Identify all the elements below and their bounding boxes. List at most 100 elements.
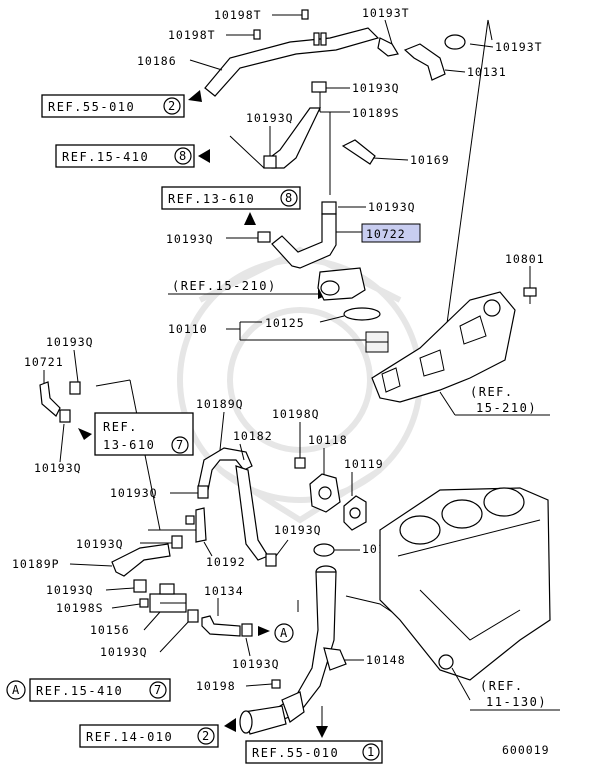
engine-block	[345, 487, 551, 681]
label-10198[interactable]: 10198	[196, 679, 236, 693]
label-10198S[interactable]: 10198S	[56, 601, 104, 615]
hose-10189Q	[197, 447, 269, 561]
label-10182[interactable]: 10182	[233, 429, 273, 443]
label-10193Q-d[interactable]: 10193Q	[166, 232, 214, 246]
ref-15-210-b[interactable]: (REF. 15-210)	[470, 385, 537, 415]
elbow-10193Q-top	[311, 81, 327, 93]
label-10193T-top[interactable]: 10193T	[362, 6, 410, 20]
housing-10118	[309, 473, 341, 513]
svg-text:13-610: 13-610	[103, 438, 155, 452]
label-10189P[interactable]: 10189P	[12, 557, 60, 571]
gasket-10119	[343, 495, 367, 531]
label-10186[interactable]: 10186	[137, 54, 177, 68]
label-10131[interactable]: 10131	[467, 65, 507, 79]
water-pipe-10148	[239, 565, 347, 735]
label-10193Q-f[interactable]: 10193Q	[34, 461, 82, 475]
label-10193Q-c[interactable]: 10193Q	[368, 200, 416, 214]
svg-text:REF.15-410: REF.15-410	[62, 150, 149, 164]
hose-10134	[201, 615, 253, 637]
ref-13-610-7[interactable]: REF. 13-610 7	[94, 412, 194, 456]
label-10198T-second[interactable]: 10198T	[168, 28, 216, 42]
diagram-id: 600019	[502, 743, 550, 757]
marker-A-left[interactable]: A	[6, 680, 26, 700]
label-10721[interactable]: 10721	[24, 355, 64, 369]
svg-text:15-210): 15-210)	[476, 401, 537, 415]
bracket-10169	[341, 139, 376, 165]
svg-text:7: 7	[154, 683, 163, 697]
arrow-ref-14-010-2	[224, 718, 236, 732]
bolt-10198T-second	[253, 29, 261, 40]
svg-text:REF.55-010: REF.55-010	[48, 100, 135, 114]
arrow-ref-13-610-8	[244, 212, 256, 225]
ref-55-010-1[interactable]: REF.55-010 1	[245, 740, 383, 764]
label-10193Q-j[interactable]: 10193Q	[46, 583, 94, 597]
label-10801[interactable]: 10801	[505, 252, 545, 266]
label-10193Q-b[interactable]: 10193Q	[246, 111, 294, 125]
pipe-10192	[185, 507, 207, 543]
svg-text:A: A	[12, 683, 21, 697]
svg-text:11-130): 11-130)	[486, 695, 547, 709]
clamp-10193Q-h	[171, 535, 183, 549]
svg-text:8: 8	[285, 191, 294, 205]
arrow-ref-55-010-2	[188, 90, 202, 102]
ref-15-210-a[interactable]: (REF.15-210)	[172, 279, 277, 293]
svg-text:REF.14-010: REF.14-010	[86, 730, 173, 744]
label-10118[interactable]: 10118	[308, 433, 348, 447]
svg-text:1: 1	[367, 745, 376, 759]
valve-10156	[149, 583, 187, 613]
label-10148[interactable]: 10148	[366, 653, 406, 667]
arrow-to-A	[258, 626, 270, 636]
arrow-ref-55-010-1	[316, 726, 328, 738]
label-10192[interactable]: 10192	[206, 555, 246, 569]
label-10193Q-g[interactable]: 10193Q	[110, 486, 158, 500]
bolt-10198	[271, 679, 281, 689]
label-10189Q[interactable]: 10189Q	[196, 397, 244, 411]
water-pipe-10186	[204, 27, 399, 97]
label-10193Q-h[interactable]: 10193Q	[76, 537, 124, 551]
label-10193T-right[interactable]: 10193T	[495, 40, 543, 54]
bolt-10198T-top	[301, 9, 309, 20]
svg-text:8: 8	[179, 149, 188, 163]
ref-13-610-8[interactable]: REF.13-610 8	[161, 186, 301, 210]
ref-14-010-2[interactable]: REF.14-010 2	[79, 724, 219, 748]
label-10189S[interactable]: 10189S	[352, 106, 400, 120]
ref-11-130[interactable]: (REF. 11-130)	[480, 679, 547, 709]
ref-15-410-8[interactable]: REF.15-410 8	[55, 144, 195, 168]
label-10198T-top[interactable]: 10198T	[214, 8, 262, 22]
svg-text:A: A	[280, 626, 289, 640]
clamp-10193Q-k	[187, 609, 199, 623]
label-10119[interactable]: 10119	[344, 457, 384, 471]
intake-manifold	[371, 291, 516, 403]
bolt-10198S	[139, 598, 149, 608]
label-10193Q-k[interactable]: 10193Q	[100, 645, 148, 659]
label-10134[interactable]: 10134	[204, 584, 244, 598]
svg-text:7: 7	[176, 438, 185, 452]
label-10169[interactable]: 10169	[410, 153, 450, 167]
svg-text:REF.: REF.	[103, 420, 138, 434]
ref-55-010-2[interactable]: REF.55-010 2	[41, 94, 185, 118]
label-10193Q-a[interactable]: 10193Q	[352, 81, 400, 95]
clamp-10193Q-j	[133, 579, 147, 593]
label-10722[interactable]: 10722	[366, 227, 406, 241]
svg-text:(REF.: (REF.	[480, 679, 524, 693]
clamp-10193Q-g	[197, 485, 209, 499]
label-10125[interactable]: 10125	[265, 316, 305, 330]
thermostat	[365, 331, 389, 353]
svg-text:(REF.: (REF.	[470, 385, 514, 399]
arrow-ref-13-610-7	[78, 428, 92, 440]
sensor-10801	[523, 287, 537, 304]
label-10156[interactable]: 10156	[90, 623, 130, 637]
label-10110[interactable]: 10110	[168, 322, 208, 336]
label-10193Q-i[interactable]: 10193Q	[274, 523, 322, 537]
ref-15-410-7[interactable]: REF.15-410 7	[29, 678, 171, 702]
hose-10131	[403, 34, 466, 81]
svg-text:REF.13-610: REF.13-610	[168, 192, 255, 206]
label-10193Q-l[interactable]: 10193Q	[232, 657, 280, 671]
label-10198Q[interactable]: 10198Q	[272, 407, 320, 421]
label-10193Q-e[interactable]: 10193Q	[46, 335, 94, 349]
svg-text:REF.15-410: REF.15-410	[36, 684, 123, 698]
marker-A-right[interactable]: A	[274, 623, 294, 643]
gasket-10125	[343, 307, 381, 321]
hose-10722	[257, 201, 337, 269]
